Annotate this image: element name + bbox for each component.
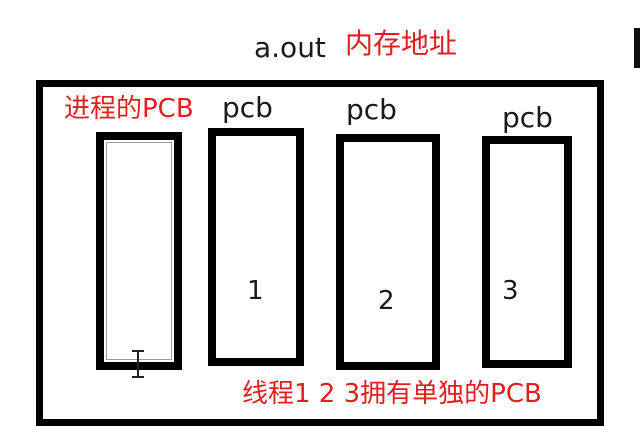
process-pcb-box-inner — [106, 142, 172, 360]
thread-2-number: 2 — [378, 286, 395, 316]
thread-3-pcb-box — [482, 136, 572, 368]
thread-2-pcb-label: pcb — [346, 93, 397, 126]
thread-1-pcb-box — [208, 128, 304, 366]
memory-address-label: 内存地址 — [345, 27, 458, 60]
thread-caption: 线程1 2 3拥有单独的PCB — [242, 379, 542, 409]
process-pcb-box — [96, 132, 182, 370]
program-name-label: a.out — [254, 31, 326, 64]
edge-mark — [634, 28, 640, 68]
thread-1-pcb-label: pcb — [222, 91, 273, 124]
thread-2-pcb-box — [336, 134, 440, 370]
thread-3-number: 3 — [502, 276, 519, 306]
memory-space-box — [36, 80, 604, 426]
thread-1-number: 1 — [247, 276, 264, 306]
text-cursor-icon — [132, 350, 144, 378]
process-pcb-label: 进程的PCB — [64, 94, 194, 124]
thread-3-pcb-label: pcb — [502, 101, 553, 134]
